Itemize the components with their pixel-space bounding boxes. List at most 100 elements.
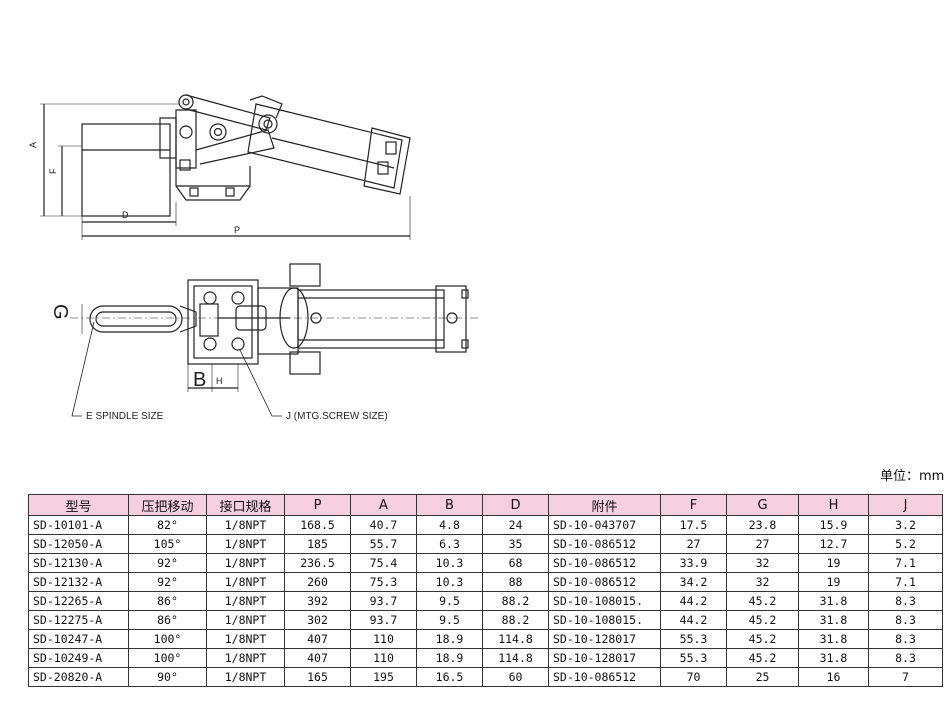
table-cell: 35 — [482, 534, 549, 554]
table-cell: 75.3 — [350, 572, 417, 592]
table-cell: 114.8 — [482, 629, 549, 649]
table-cell: SD-10-108015. — [548, 591, 661, 611]
table-cell: 4.8 — [416, 515, 483, 535]
table-cell: 23.8 — [726, 515, 799, 535]
table-cell: 165 — [284, 667, 351, 687]
table-cell: 18.9 — [416, 648, 483, 668]
dim-label-p: P — [234, 225, 240, 235]
table-cell: 86° — [128, 591, 207, 611]
table-cell: SD-20820-A — [28, 667, 129, 687]
table-cell: 93.7 — [350, 591, 417, 611]
table-cell: 88 — [482, 572, 549, 592]
table-cell: 1/8NPT — [206, 553, 285, 573]
table-cell: 27 — [660, 534, 727, 554]
col-header-p: P — [284, 494, 351, 516]
table-cell: 195 — [350, 667, 417, 687]
table-cell: 1/8NPT — [206, 515, 285, 535]
table-cell: 8.3 — [868, 591, 943, 611]
table-cell: 27 — [726, 534, 799, 554]
table-cell: 9.5 — [416, 610, 483, 630]
table-cell: 32 — [726, 553, 799, 573]
table-cell: 407 — [284, 648, 351, 668]
table-cell: 31.8 — [798, 629, 869, 649]
table-cell: 55.7 — [350, 534, 417, 554]
table-cell: 407 — [284, 629, 351, 649]
table-cell: 18.9 — [416, 629, 483, 649]
table-cell: 10.3 — [416, 553, 483, 573]
table-cell: SD-10-128017 — [548, 629, 661, 649]
table-cell: 12.7 — [798, 534, 869, 554]
table-cell: 45.2 — [726, 610, 799, 630]
table-cell: 92° — [128, 572, 207, 592]
table-cell: 88.2 — [482, 610, 549, 630]
table-cell: 45.2 — [726, 648, 799, 668]
table-cell: 55.3 — [660, 629, 727, 649]
table-cell: 105° — [128, 534, 207, 554]
table-cell: 1/8NPT — [206, 610, 285, 630]
table-cell: 7.1 — [868, 572, 943, 592]
table-cell: SD-10101-A — [28, 515, 129, 535]
table-cell: 8.3 — [868, 648, 943, 668]
table-cell: 34.2 — [660, 572, 727, 592]
table-cell: 8.3 — [868, 610, 943, 630]
col-header-a: A — [350, 494, 417, 516]
table-cell: 88.2 — [482, 591, 549, 611]
table-cell: SD-10-128017 — [548, 648, 661, 668]
col-header-model: 型号 — [28, 494, 129, 516]
table-cell: SD-10-086512 — [548, 534, 661, 554]
table-cell: 44.2 — [660, 610, 727, 630]
col-header-d: D — [482, 494, 549, 516]
table-cell: 32 — [726, 572, 799, 592]
table-cell: SD-10-043707 — [548, 515, 661, 535]
table-cell: 31.8 — [798, 648, 869, 668]
col-header-j: J — [868, 494, 943, 516]
table-cell: 75.4 — [350, 553, 417, 573]
table-cell: 68 — [482, 553, 549, 573]
table-cell: 8.3 — [868, 629, 943, 649]
table-cell: SD-12275-A — [28, 610, 129, 630]
table-cell: 82° — [128, 515, 207, 535]
table-cell: 15.9 — [798, 515, 869, 535]
table-cell: 45.2 — [726, 629, 799, 649]
table-cell: 60 — [482, 667, 549, 687]
table-cell: 92° — [128, 553, 207, 573]
side-view — [40, 94, 411, 240]
table-cell: 25 — [726, 667, 799, 687]
table-cell: SD-12265-A — [28, 591, 129, 611]
unit-label: 单位：mm — [880, 469, 945, 484]
table-cell: 6.3 — [416, 534, 483, 554]
table-cell: 3.2 — [868, 515, 943, 535]
table-cell: 5.2 — [868, 534, 943, 554]
table-cell: 1/8NPT — [206, 667, 285, 687]
table-cell: 100° — [128, 629, 207, 649]
table-cell: SD-10249-A — [28, 648, 129, 668]
dim-label-f: F — [48, 168, 58, 174]
table-cell: 114.8 — [482, 648, 549, 668]
table-cell: 110 — [350, 629, 417, 649]
technical-drawing: A F D P G B H E SPINDLE SIZE J (MTG.SCRE… — [28, 94, 480, 422]
table-cell: 33.9 — [660, 553, 727, 573]
col-header-h: H — [798, 494, 869, 516]
col-header-f: F — [660, 494, 727, 516]
table-cell: 392 — [284, 591, 351, 611]
table-cell: 302 — [284, 610, 351, 630]
table-header-row: 型号 压把移动 接口规格 P A B D 附件 F G H J — [28, 494, 943, 516]
col-header-stroke: 压把移动 — [128, 494, 207, 516]
table-cell: SD-12130-A — [28, 553, 129, 573]
table-cell: 185 — [284, 534, 351, 554]
dim-label-a: A — [28, 142, 38, 148]
table-cell: 24 — [482, 515, 549, 535]
table-cell: SD-12132-A — [28, 572, 129, 592]
table-cell: 19 — [798, 572, 869, 592]
table-cell: 1/8NPT — [206, 572, 285, 592]
table-cell: SD-10-108015. — [548, 610, 661, 630]
